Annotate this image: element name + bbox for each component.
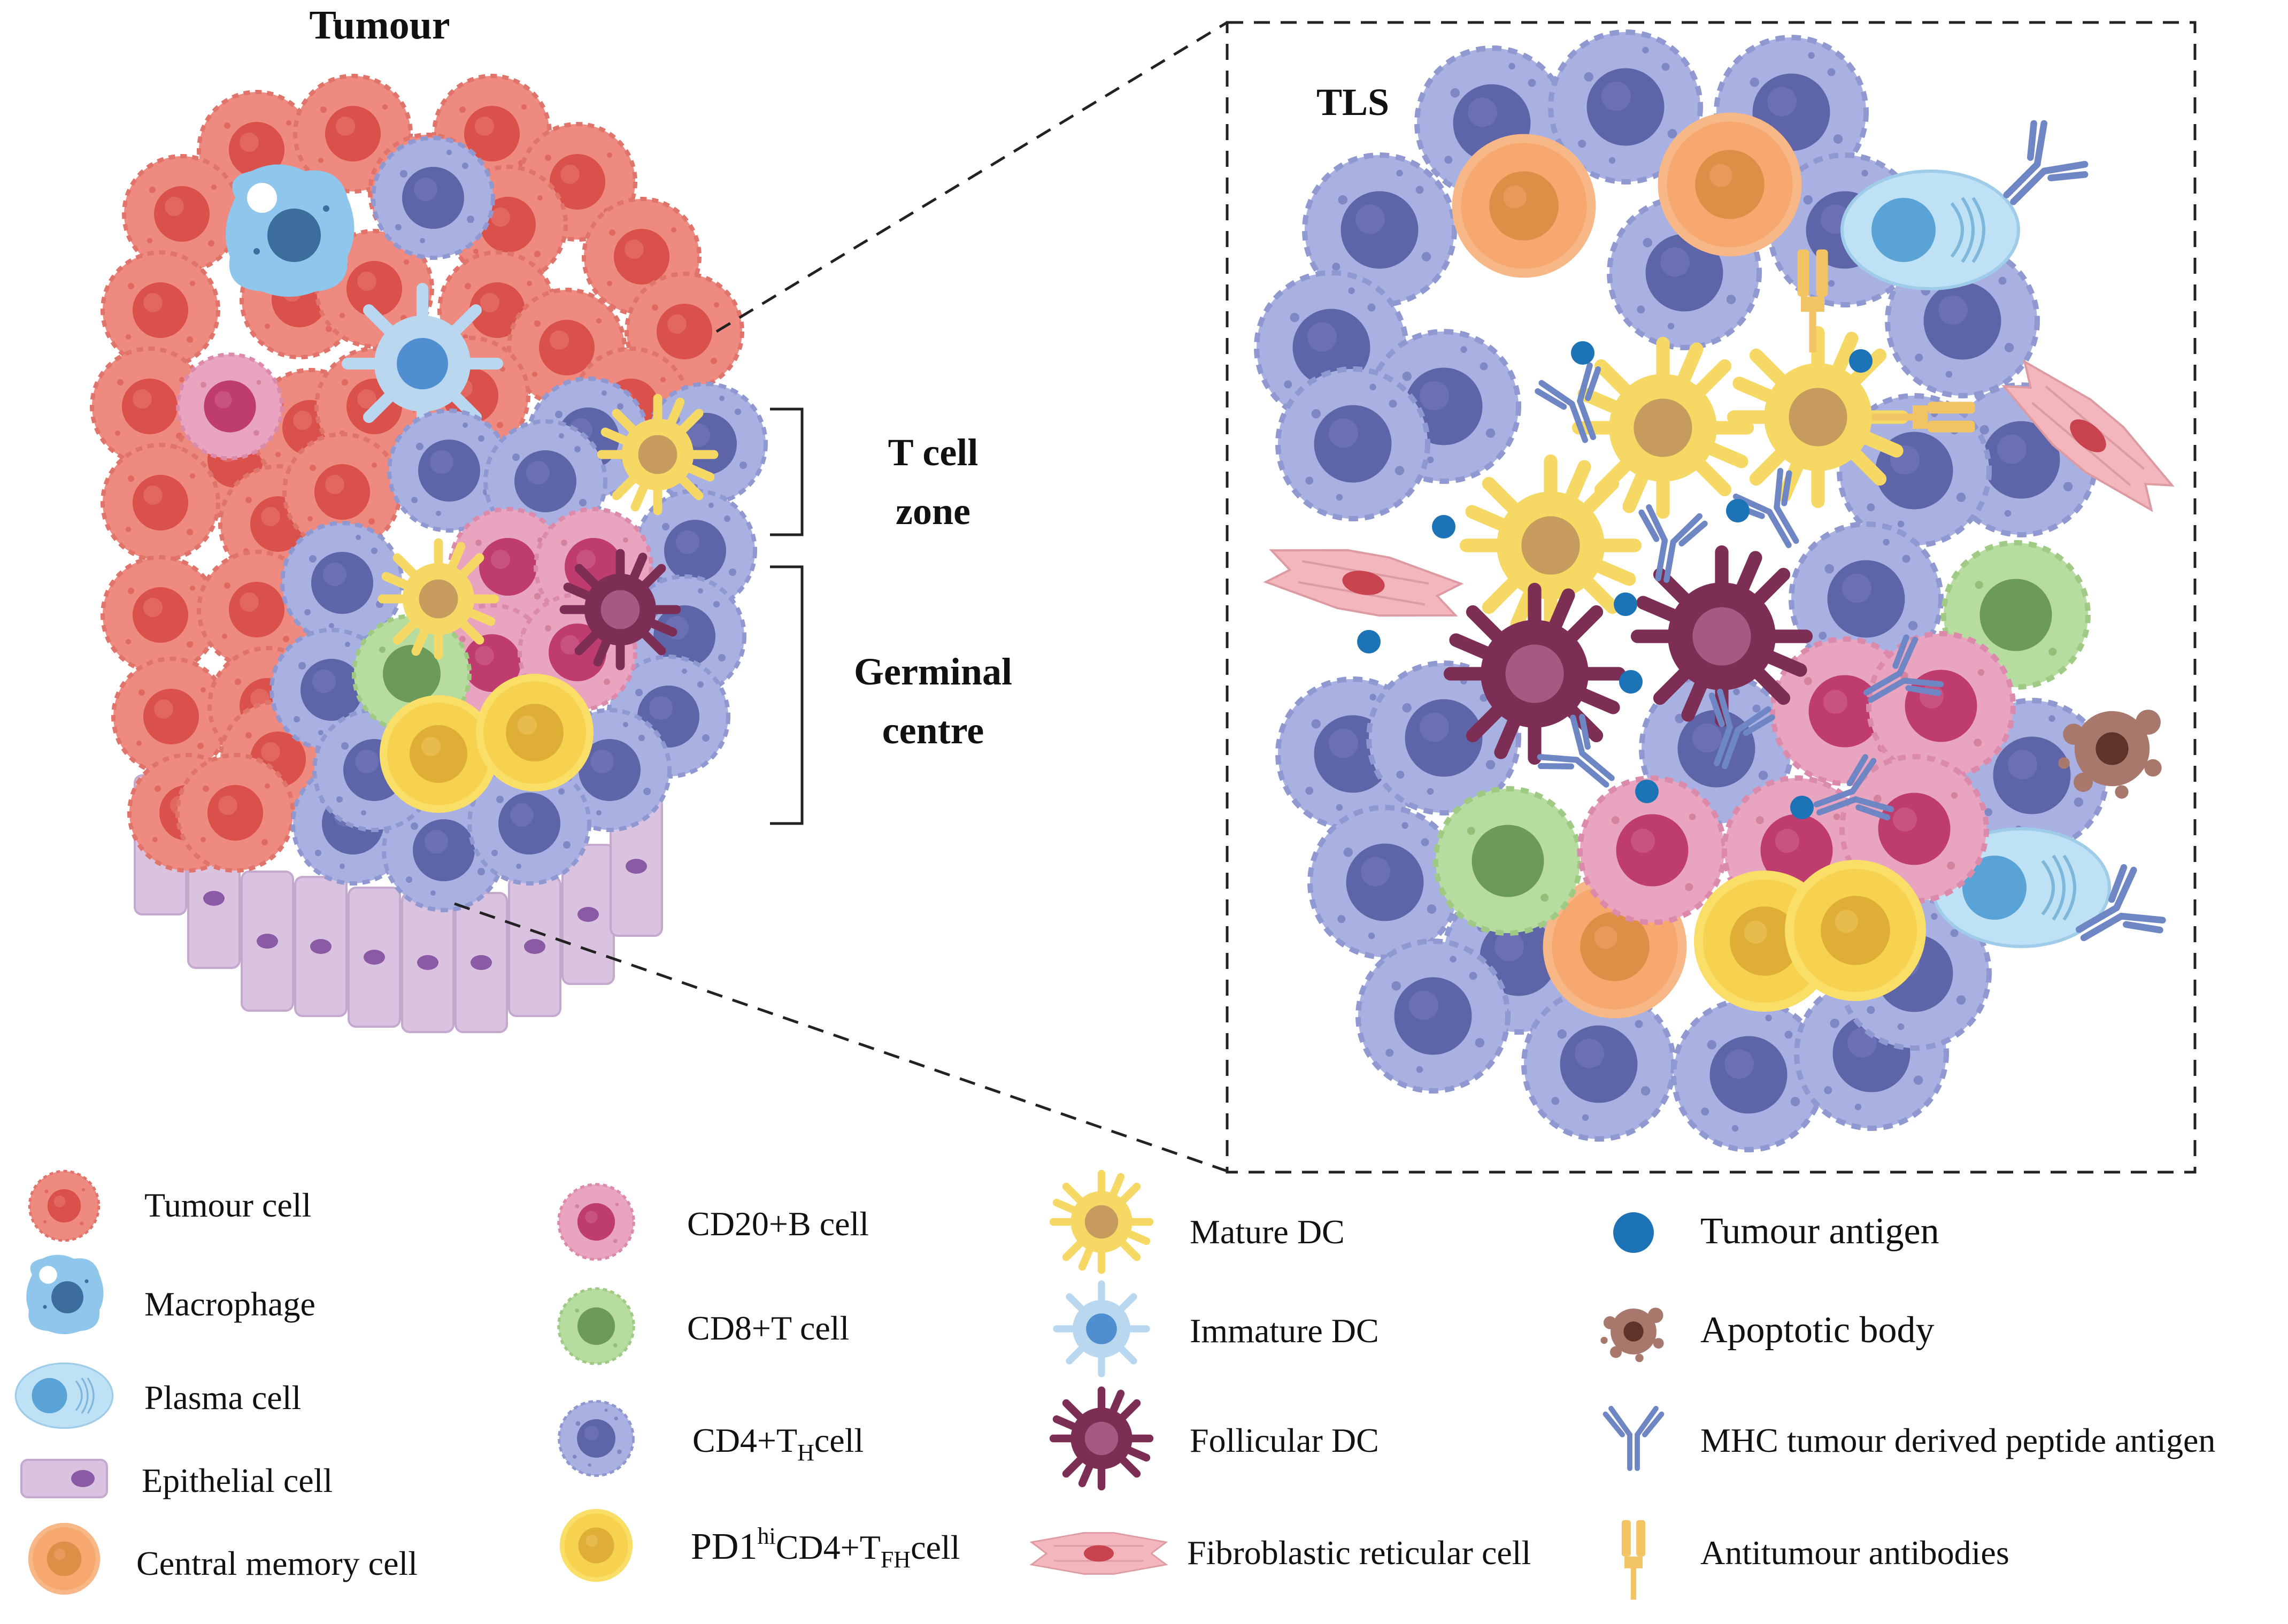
tumour-title: Tumour [309, 3, 450, 48]
legend-cd20-b-cell: CD20+B cell [687, 1205, 869, 1243]
legend-b-cell-icon [559, 1184, 634, 1259]
legend-pd1-cd4-tfh-cell: PD1hiCD4+TFHcell [691, 1523, 960, 1573]
legend-mature-dc-icon [1053, 1174, 1150, 1270]
zoom-line-top [715, 21, 1228, 333]
legend-central-memory-cell: Central memory cell [136, 1544, 418, 1582]
legend-tfh-icon [559, 1508, 633, 1582]
legend-tumour-cell-icon [29, 1171, 99, 1241]
macrophage-cell [226, 164, 355, 297]
tls-box [1226, 21, 2197, 1174]
legend-macrophage-icon [26, 1254, 104, 1334]
legend-apoptotic-body: Apoptotic body [1700, 1310, 1934, 1351]
legend-antitumour-antibodies: Antitumour antibodies [1700, 1534, 2009, 1572]
tls-title: TLS [1316, 81, 1389, 124]
tls-illustration [1257, 32, 2182, 1150]
legend-cd8-icon [559, 1289, 634, 1364]
legend-mhc-antigen: MHC tumour derived peptide antigen [1700, 1421, 2215, 1459]
legend-plasma-cell-icon [14, 1362, 114, 1429]
germinal-centre-line1: Germinal [854, 650, 1012, 693]
t-cell-zone-line1: T cell [888, 431, 979, 474]
legend-follicular-dc: Follicular DC [1190, 1421, 1379, 1459]
legend-antigen-icon [1613, 1212, 1654, 1253]
legend-mhc-icon [1606, 1409, 1662, 1468]
legend-macrophage: Macrophage [144, 1285, 315, 1323]
legend-central-memory-icon [28, 1522, 101, 1595]
legend-cd4-th-cell: CD4+THcell [692, 1421, 864, 1466]
legend-fibroblast-icon [1030, 1532, 1167, 1575]
legend-cd4-icon [559, 1402, 634, 1476]
legend-immature-dc: Immature DC [1190, 1312, 1379, 1350]
legend-apoptotic-icon [1600, 1307, 1664, 1363]
legend-epithelial-cell: Epithelial cell [142, 1461, 333, 1499]
t-cell-zone-bracket [770, 407, 804, 536]
legend-tumour-cell: Tumour cell [144, 1186, 311, 1224]
tumour-illustration [92, 76, 766, 1033]
t-cell-zone-line2: zone [896, 490, 970, 533]
germinal-centre-line2: centre [882, 709, 984, 752]
legend-immature-dc-icon [1057, 1284, 1146, 1374]
legend-tumour-antigen: Tumour antigen [1700, 1211, 1939, 1252]
legend-fibroblastic-reticular-cell: Fibroblastic reticular cell [1187, 1534, 1531, 1572]
germinal-centre-bracket [770, 565, 804, 825]
legend: Tumour cell Macrophage Plasma cell Epith… [14, 1171, 2215, 1600]
zoom-line-bottom [454, 902, 1228, 1173]
legend-plasma-cell: Plasma cell [144, 1379, 301, 1417]
legend-follicular-dc-icon [1053, 1390, 1150, 1487]
legend-mature-dc: Mature DC [1190, 1213, 1345, 1251]
legend-antibody-icon [1621, 1520, 1646, 1600]
legend-epithelial-icon [20, 1459, 108, 1498]
legend-cd8-t-cell: CD8+T cell [687, 1309, 849, 1347]
